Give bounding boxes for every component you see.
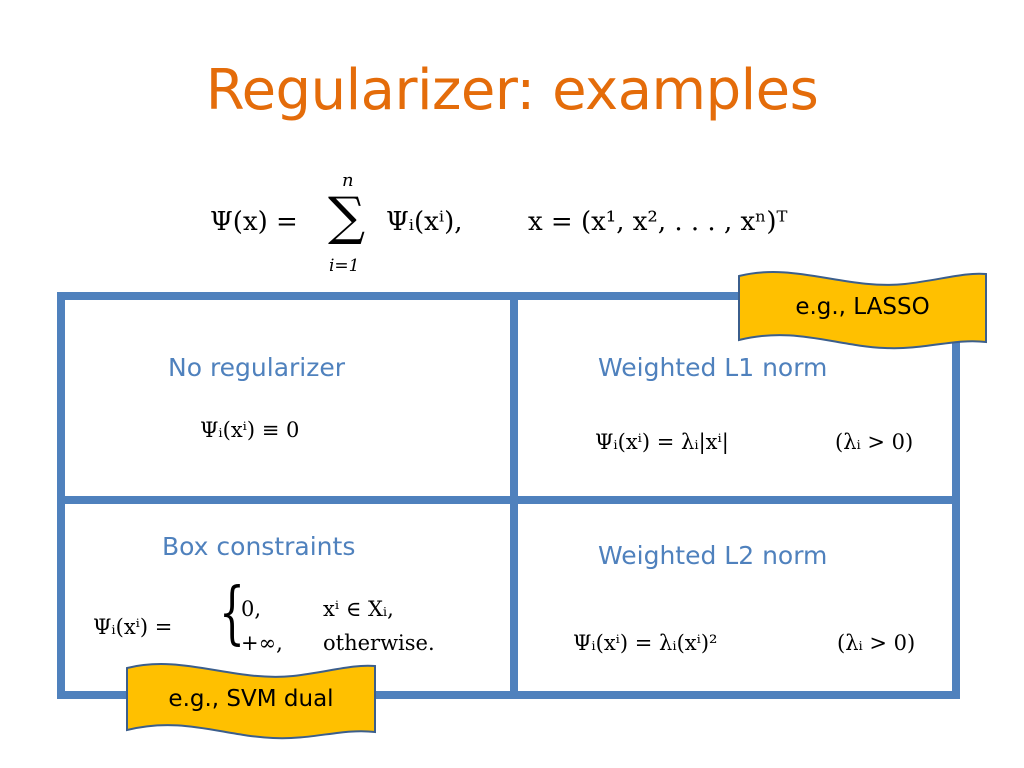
cell-title-no-regularizer: No regularizer [168, 353, 346, 382]
cell-title-box-constraints: Box constraints [162, 532, 356, 561]
condition-weighted-l1: (λᵢ > 0) [835, 430, 914, 454]
formula-weighted-l1: Ψᵢ(xⁱ) = λᵢ|xⁱ| [595, 430, 729, 454]
svm-callout-label: e.g., SVM dual [168, 686, 334, 712]
formula-lhs: Ψ(x) = [210, 207, 298, 237]
main-formula: Ψ(x) = n ∑ i=1 Ψᵢ(xⁱ), x = (x¹, x², . . … [0, 170, 1024, 282]
wave-banner-shape [126, 663, 376, 740]
case1-condition: xⁱ ∈ Xᵢ, [323, 597, 394, 621]
slide-title: Regularizer: examples [205, 58, 819, 123]
lasso-callout-banner: e.g., LASSO [735, 268, 990, 352]
sum-symbol: ∑ [328, 187, 366, 247]
wave-banner-shape [738, 271, 987, 350]
sum-lower-limit: i=1 [329, 256, 360, 276]
regularizer-grid: No regularizer Ψᵢ(xⁱ) ≡ 0 Weighted L1 no… [57, 292, 960, 699]
case1-value: 0, [241, 597, 262, 621]
cell-title-weighted-l1: Weighted L1 norm [598, 353, 828, 382]
case2-value: +∞, [241, 631, 283, 655]
grid-vertical-divider [510, 300, 518, 691]
case2-condition: otherwise. [323, 631, 435, 655]
cases-brace: { [219, 574, 245, 653]
formula-weighted-l2: Ψᵢ(xⁱ) = λᵢ(xⁱ)² [573, 631, 718, 655]
condition-weighted-l2: (λᵢ > 0) [837, 631, 916, 655]
formula-box-lhs: Ψᵢ(xⁱ) = [93, 615, 173, 639]
svm-callout-banner: e.g., SVM dual [123, 660, 379, 742]
formula-vector: x = (x¹, x², . . . , xⁿ)ᵀ [528, 207, 788, 237]
sum-upper-limit: n [342, 170, 354, 191]
lasso-callout-label: e.g., LASSO [795, 294, 930, 320]
cell-title-weighted-l2: Weighted L2 norm [598, 541, 828, 570]
formula-term: Ψᵢ(xⁱ), [386, 207, 463, 237]
formula-no-regularizer: Ψᵢ(xⁱ) ≡ 0 [200, 418, 300, 442]
grid-horizontal-divider [65, 496, 952, 504]
